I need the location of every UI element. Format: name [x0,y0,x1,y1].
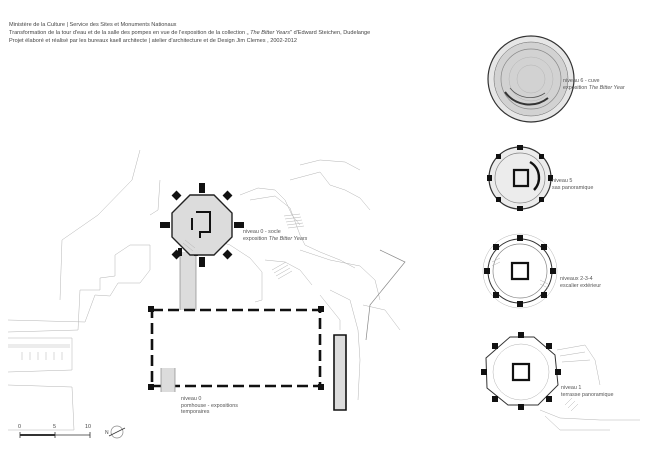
tower-level-6 [487,35,575,123]
label-line: niveau 5 [552,178,573,184]
tower-level-0 [160,183,244,267]
pumphouse [148,306,324,392]
scale-bar [19,432,91,438]
label-line: pomhouse - expositions [181,402,238,409]
label-line: exposition The Bitter Year [563,85,625,92]
label-niveau-6: niveau 6 - cuve exposition The Bitter Ye… [563,78,625,91]
header-line-1: Ministère de la Culture | Service des Si… [9,22,177,28]
label-line: terrasse panoramique [561,391,614,398]
scale-tick-5: 5 [53,424,56,430]
north-arrow [108,425,126,439]
label-line: escalier extérieur [560,282,602,289]
label-line: niveau 0 - socle [243,229,281,235]
label-niveau-5: niveau 5 sas panoramique [552,178,593,191]
label-line: niveau 1 [561,385,582,391]
tower-level-1 [481,332,640,431]
label-line: sas panoramique [552,184,594,191]
label-niveau-1: niveau 1 terrasse panoramique [561,385,613,398]
label-prefix: exposition [243,235,269,242]
label-line: niveau 0 [181,396,202,402]
label-niveau-0-pumphouse: niveau 0 pomhouse - expositions temporai… [181,396,238,416]
label-line: temporaires [181,409,210,416]
header-line-2: Transformation de la tour d'eau et de la… [9,29,370,37]
label-line: niveaux 2-3-4 [560,276,593,282]
tower-level-5 [487,145,553,211]
label-italic: The Bitter Year [588,84,625,91]
label-niveau-2-3-4: niveaux 2-3-4 escalier extérieur [560,276,601,289]
label-prefix: exposition [563,84,589,91]
label-line: niveau 6 - cuve [563,78,600,84]
header-line-2-a: Transformation de la tour d'eau et de la… [9,30,249,37]
side-annex [333,334,347,411]
site-context [7,149,406,431]
label-italic: The Bitter Years [268,235,308,242]
scale-tick-0: 0 [18,424,21,430]
label-line: exposition The Bitter Years [243,236,307,243]
header-line-2-title: The Bitter Years [250,30,291,37]
header-line-3: Projet élaboré et réalisé par les bureau… [9,38,297,45]
tower-level-2-3-4 [482,233,558,309]
corridor [178,248,198,310]
north-label: N [105,430,109,436]
header-line-2-c: " d'Edward Steichen, Dudelange [290,30,371,37]
project-header: Ministère de la Culture | Service des Si… [9,21,370,46]
label-niveau-0-socle: niveau 0 - socle exposition The Bitter Y… [243,229,307,242]
scale-tick-10: 10 [85,424,91,430]
